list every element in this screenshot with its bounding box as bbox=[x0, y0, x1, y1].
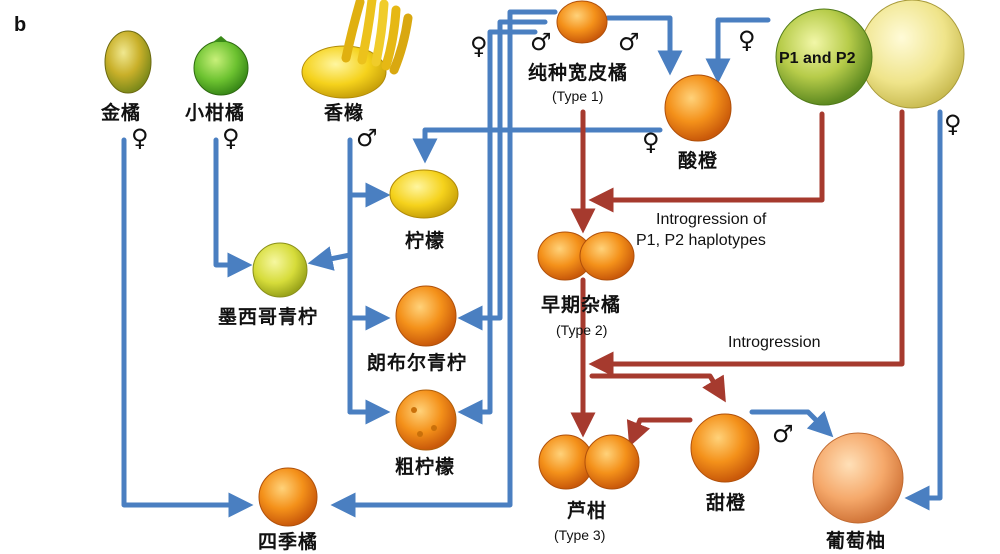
papeda-icon bbox=[193, 36, 249, 96]
sour-orange-label: 酸橙 bbox=[678, 150, 719, 172]
male-symbol-mandarin-left: ♂ bbox=[530, 28, 552, 56]
arrow-p-haplotypes bbox=[588, 111, 825, 213]
arrow-pummelo-to-grapefruit bbox=[904, 109, 943, 511]
introgression-label: Introgression bbox=[728, 334, 821, 351]
arrow-pummelo-to-sour-orange bbox=[705, 17, 771, 84]
late-mandarin-icon bbox=[538, 434, 640, 490]
arrow-papeda-to-mexican-lime bbox=[213, 137, 253, 278]
introgression-arrows bbox=[570, 109, 905, 447]
mandarin-icon bbox=[556, 0, 608, 44]
early-mandarin-label: 早期杂橘 bbox=[541, 294, 622, 316]
arrow-mandarin-to-calamondin bbox=[330, 9, 558, 518]
kumquat-icon bbox=[104, 30, 152, 94]
grapefruit-label: 葡萄柚 bbox=[826, 530, 887, 552]
maternal-arrows bbox=[121, 9, 943, 518]
sweet-orange-label: 甜橙 bbox=[706, 492, 747, 514]
arrow-mandarin-to-sour-orange bbox=[605, 15, 683, 76]
sweet-orange-icon bbox=[690, 413, 760, 483]
arrow-citron-to-mexican-lime bbox=[307, 246, 353, 271]
late-type-label: (Type 3) bbox=[554, 527, 606, 543]
late-mandarin-label: 芦柑 bbox=[567, 500, 608, 522]
mexican-lime-label: 墨西哥青柠 bbox=[218, 306, 319, 328]
arrow-mandarin-to-rangpur bbox=[457, 19, 548, 331]
grapefruit-icon bbox=[812, 432, 904, 524]
papeda-label: 小柑橘 bbox=[185, 102, 246, 124]
kumquat-label: 金橘 bbox=[101, 102, 142, 124]
arrow-early-to-sweet bbox=[589, 373, 726, 403]
sour-orange-icon bbox=[664, 74, 732, 142]
lemon-label: 柠檬 bbox=[405, 230, 446, 252]
calamondin-label: 四季橘 bbox=[258, 531, 319, 553]
arrow-introgression-2 bbox=[588, 109, 905, 377]
citron-icon bbox=[301, 0, 413, 99]
arrow-mandarin-to-rough-lemon bbox=[457, 29, 538, 425]
lemon-icon bbox=[389, 169, 459, 219]
female-symbol-mandarin-left: ♀ bbox=[470, 32, 488, 60]
female-symbol-kumquat: ♀ bbox=[131, 124, 149, 152]
mexican-lime-icon bbox=[252, 242, 308, 298]
citron-label: 香橼 bbox=[324, 102, 365, 124]
arrow-sour-orange-to-lemon bbox=[412, 127, 663, 164]
arrow-kumquat-to-calamondin bbox=[121, 137, 254, 518]
female-symbol-pummelo: ♀ bbox=[738, 26, 756, 54]
arrow-sweet-to-late bbox=[626, 417, 693, 447]
pummelo-overlay-label: P1 and P2 bbox=[779, 50, 856, 67]
female-symbol-papeda: ♀ bbox=[222, 124, 240, 152]
male-symbol-sweet-orange: ♂ bbox=[772, 420, 794, 448]
introgression-p-label-1: Introgression of bbox=[656, 211, 767, 228]
mandarin-label: 纯种宽皮橘 bbox=[528, 62, 629, 84]
introgression-p-label-2: P1, P2 haplotypes bbox=[636, 232, 766, 249]
early-mandarin-icon bbox=[537, 231, 635, 281]
panel-label: b bbox=[14, 14, 27, 36]
rough-lemon-icon bbox=[395, 389, 457, 451]
citrus-origin-diagram bbox=[104, 0, 965, 527]
rangpur-lime-icon bbox=[395, 285, 457, 347]
arrow-sweet-orange-to-grapefruit bbox=[749, 409, 834, 438]
male-symbol-citron: ♂ bbox=[356, 124, 378, 152]
calamondin-icon bbox=[258, 467, 318, 527]
mandarin-type-label: (Type 1) bbox=[552, 88, 604, 104]
pummelo-icon bbox=[775, 0, 965, 109]
early-type-label: (Type 2) bbox=[556, 322, 608, 338]
female-symbol-pummelo-right: ♀ bbox=[944, 110, 962, 138]
rangpur-lime-label: 朗布尔青柠 bbox=[367, 352, 468, 374]
male-symbol-mandarin-right: ♂ bbox=[618, 28, 640, 56]
rough-lemon-label: 粗柠檬 bbox=[395, 456, 456, 478]
female-symbol-sour-orange: ♀ bbox=[642, 128, 660, 156]
